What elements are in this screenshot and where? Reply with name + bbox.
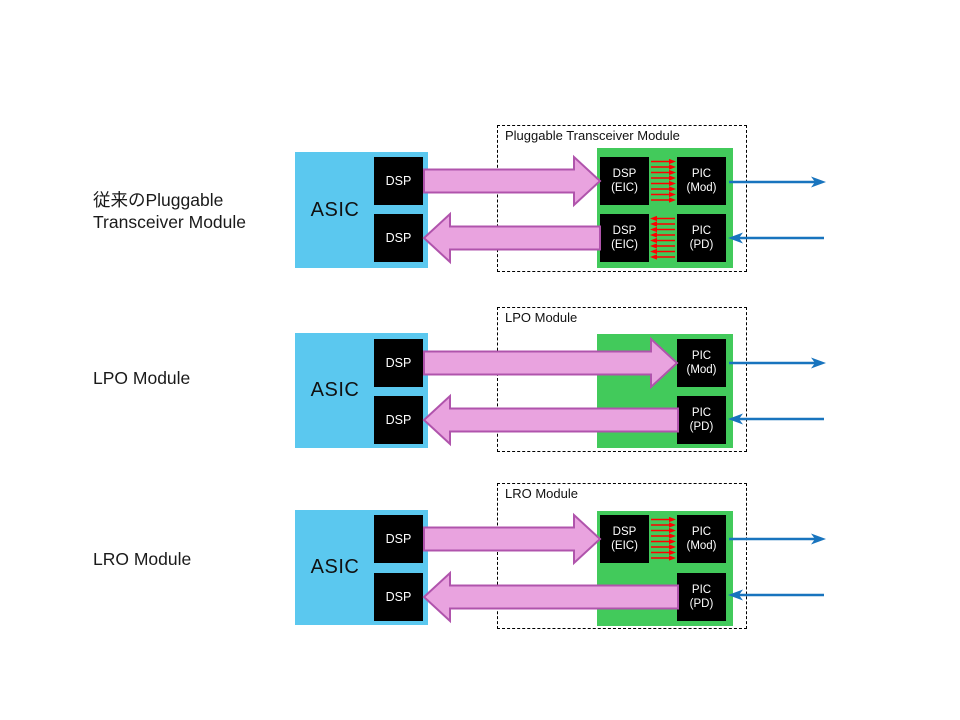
chip-label: DSP (612, 526, 637, 538)
dsp-box-row2-tx: DSP (374, 339, 423, 387)
module-title-row2: LPO Module (505, 310, 578, 325)
dsp-box-row2-rx: DSP (374, 396, 423, 444)
row-label-lro-line1: LRO Module (93, 549, 192, 569)
chip-label: PIC (691, 350, 712, 362)
row-label-lpo-line1: LPO Module (93, 368, 191, 388)
row-label-lpo: LPO Module (93, 367, 308, 389)
chip-label: DSP (612, 168, 637, 180)
dsp-box-row3-tx: DSP (374, 515, 423, 563)
chip-label: PIC (691, 584, 712, 596)
module-title-row1: Pluggable Transceiver Module (505, 128, 680, 143)
tx-fiber-arrow-row2-head (811, 357, 826, 369)
chip-label: (PD) (689, 421, 714, 433)
asic-label-row2: ASIC (310, 379, 360, 401)
dsp-box-row3-rx: DSP (374, 573, 423, 621)
module-title-row3: LRO Module (505, 486, 578, 501)
chip-label: (EIC) (611, 540, 638, 552)
chip-pic-pd-row2: PIC (PD) (677, 396, 726, 444)
dsp-box-row1-rx: DSP (374, 214, 423, 262)
chip-pic-pd-row1: PIC (PD) (677, 214, 726, 262)
chip-dsp-eic-row3-tx: DSP (EIC) (600, 515, 649, 563)
dsp-box-row1-tx: DSP (374, 157, 423, 205)
chip-label: (EIC) (611, 182, 638, 194)
chip-pic-mod-row1: PIC (Mod) (677, 157, 726, 205)
chip-label: PIC (691, 407, 712, 419)
chip-label: (Mod) (686, 182, 717, 194)
chip-label: PIC (691, 168, 712, 180)
chip-label: (EIC) (611, 239, 638, 251)
tx-fiber-arrow-row1-head (811, 176, 826, 188)
chip-label: PIC (691, 225, 712, 237)
chip-label: PIC (691, 526, 712, 538)
chip-label: (PD) (689, 598, 714, 610)
asic-label-row1: ASIC (310, 198, 360, 221)
chip-pic-mod-row3: PIC (Mod) (677, 515, 726, 563)
row-label-pluggable-line2: Transceiver Module (93, 212, 247, 232)
chip-dsp-eic-row1-tx: DSP (EIC) (600, 157, 649, 205)
chip-pic-mod-row2: PIC (Mod) (677, 339, 726, 387)
chip-pic-pd-row3: PIC (PD) (677, 573, 726, 621)
chip-dsp-eic-row1-rx: DSP (EIC) (600, 214, 649, 262)
chip-label: DSP (612, 225, 637, 237)
row-label-pluggable-line1: 従来のPluggable (93, 190, 224, 210)
chip-label: (Mod) (686, 364, 717, 376)
row-label-lro: LRO Module (93, 548, 308, 570)
tx-fiber-arrow-row3-head (811, 533, 826, 545)
chip-label: (PD) (689, 239, 714, 251)
chip-label: (Mod) (686, 540, 717, 552)
asic-label-row3: ASIC (310, 556, 360, 578)
row-label-pluggable: 従来のPluggable Transceiver Module (93, 189, 308, 233)
